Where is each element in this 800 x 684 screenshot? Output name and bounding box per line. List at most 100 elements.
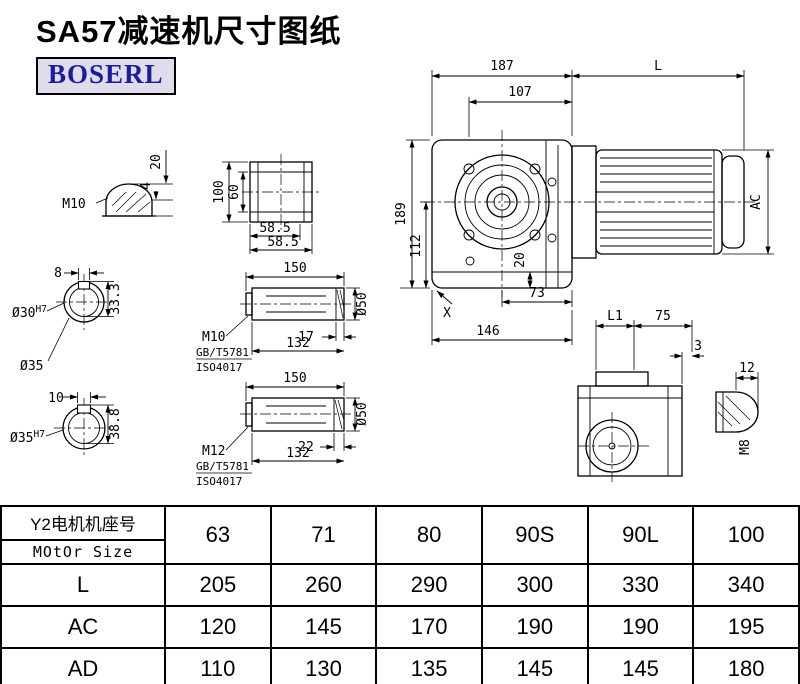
main-assembly-view: 187 L 107 189 112 20 73 146 AC X (394, 59, 774, 345)
shaft-side-view-1: 150 17 132 Ø50 M10 GB/T5781 ISO4017 (196, 261, 370, 374)
dim-3-label: 3 (694, 339, 702, 354)
flange-dim-585b: 58.5 (267, 235, 298, 250)
table-cell: 180 (692, 647, 800, 684)
table-cell: 120 (164, 605, 272, 649)
shaft2-dia-label: Ø50 (355, 402, 370, 425)
brand-logo-text: BOSERL (48, 59, 164, 89)
bore2-dia: Ø35 (10, 431, 33, 446)
table-row-AC: AC 120 145 170 190 190 195 (0, 605, 800, 649)
row-label: L (0, 563, 166, 607)
dim-12-label: 12 (739, 361, 755, 376)
shaft2-dim-22: 22 (298, 440, 314, 455)
page-title: SA57减速机尺寸图纸 (36, 14, 342, 49)
technical-drawing: 187 L 107 189 112 20 73 146 AC X (10, 59, 774, 488)
bore2-key-width: 10 (48, 391, 64, 406)
table-cell: 80 (375, 505, 483, 565)
bore2-key-depth: 38.8 (108, 408, 123, 439)
table-cell: 340 (692, 563, 800, 607)
keyway-1 (77, 280, 91, 290)
thread-M8-label: M8 (738, 439, 753, 455)
shaft-end-dome-left (105, 183, 153, 217)
bore-section-1: 8 Ø30H7 33.3 Ø35 (12, 266, 123, 374)
dimension-table: Y2电机机座号 MOtOr Size 63 71 80 90S 90L 100 … (0, 505, 800, 684)
bore1-tol: H7 (35, 304, 46, 315)
shaft-end-dome-right (715, 391, 759, 433)
dim-112-label: 112 (409, 234, 424, 257)
table-cell: 205 (164, 563, 272, 607)
table-cell: 71 (269, 505, 378, 565)
shaft-end-dim-20: 20 (149, 154, 164, 170)
aux-housing (577, 385, 683, 477)
flange-top-view: 100 60 58.5 58.5 (212, 154, 320, 254)
table-cell: 170 (375, 605, 483, 649)
table-cell: 100 (692, 505, 800, 565)
shaft2-std1-label: GB/T5781 (196, 460, 249, 473)
bore1-dia: Ø30 (12, 306, 35, 321)
header-line2: MOtOr Size (32, 543, 134, 561)
shaft1-std1-label: GB/T5781 (196, 346, 249, 359)
flange-dim-100: 100 (212, 180, 227, 203)
bore1-label: Ø30H7 (12, 304, 47, 321)
dim-75-label: 75 (655, 309, 671, 324)
shaft1-std2-label: ISO4017 (196, 361, 242, 374)
shaft2-body (251, 397, 345, 432)
table-cell: 190 (480, 605, 589, 649)
table-cell: 135 (375, 647, 483, 684)
flange-dim-585a: 58.5 (259, 221, 290, 236)
dim-L-label: L (654, 59, 662, 74)
table-cell: 110 (164, 647, 272, 684)
table-cell: 260 (269, 563, 378, 607)
bore1-key-depth: 33.3 (108, 283, 123, 314)
header-line1: Y2电机机座号 (2, 507, 164, 541)
table-row-AD: AD 110 130 135 145 145 180 (0, 647, 800, 684)
bore1-key-width: 8 (54, 266, 62, 281)
shaft-end-view: 20 4 M10 (62, 150, 173, 217)
shaft1-dia-label: Ø50 (355, 292, 370, 315)
shaft-end-dim-4: 4 (139, 182, 154, 190)
row-label: AC (0, 605, 166, 649)
table-cell: 290 (375, 563, 483, 607)
table-cell: 63 (164, 505, 272, 565)
dim-73-label: 73 (529, 286, 545, 301)
shaft2-dim-132: 132 (286, 446, 309, 461)
bore2-label: Ø35H7 (10, 429, 45, 446)
shaft-side-view-2: 150 22 132 Ø50 M12 GB/T5781 ISO4017 (196, 371, 370, 488)
aux-front-view: L1 75 3 12 M8 (577, 309, 759, 482)
table-cell: 145 (269, 605, 378, 649)
keyway-2 (76, 404, 92, 414)
table-cell: 145 (586, 647, 695, 684)
table-cell: 190 (586, 605, 695, 649)
dim-L1-label: L1 (607, 309, 623, 324)
dim-107-label: 107 (508, 85, 531, 100)
shaft-end-thread-label: M10 (62, 197, 85, 212)
output-flange-circle (454, 154, 550, 250)
view-x-label: X (443, 306, 451, 321)
bore-section-2: 10 Ø35H7 38.8 (10, 391, 123, 458)
dim-189-label: 189 (394, 202, 409, 225)
flange-dim-60: 60 (227, 184, 242, 200)
row-label: AD (0, 647, 166, 684)
table-cell: 145 (480, 647, 589, 684)
table-cell: 90S (480, 505, 589, 565)
dim-187-label: 187 (490, 59, 513, 74)
shaft1-thread-label: M10 (202, 330, 225, 345)
shaft2-thread-label: M12 (202, 444, 225, 459)
motor-fan-cover (721, 155, 745, 249)
table-header-motor-size: Y2电机机座号 MOtOr Size (0, 505, 166, 565)
table-cell: 130 (269, 647, 378, 684)
shaft1-dim-132: 132 (286, 336, 309, 351)
table-cell: 330 (586, 563, 695, 607)
table-cell: 300 (480, 563, 589, 607)
shaft2-std2-label: ISO4017 (196, 475, 242, 488)
table-cell: 195 (692, 605, 800, 649)
shaft1-dim-150: 150 (283, 261, 306, 276)
shaft-dia-label: Ø35 (20, 359, 43, 374)
table-cell: 90L (586, 505, 695, 565)
bore2-tol: H7 (33, 429, 44, 440)
table-row-motor-size: Y2电机机座号 MOtOr Size 63 71 80 90S 90L 100 (0, 505, 800, 565)
brand-logo: BOSERL (36, 57, 176, 95)
dim-146-label: 146 (476, 324, 499, 339)
dim-20-label: 20 (513, 252, 528, 268)
shaft1-dim-17: 17 (298, 330, 314, 345)
dim-AC-label: AC (749, 194, 764, 210)
